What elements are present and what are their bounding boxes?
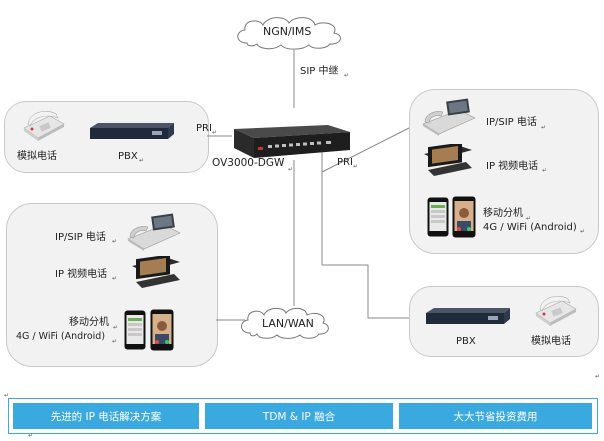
smartphone-icon — [452, 196, 476, 238]
line-lan-pbx-right — [321, 160, 409, 319]
text-mark: ↵ — [353, 163, 359, 170]
tl-analog-phone-label: 模拟电话 — [17, 151, 57, 162]
text-mark: ↵ — [595, 373, 601, 380]
text-mark: ↵ — [28, 432, 34, 439]
pbx-device-icon — [90, 123, 174, 139]
tr-ipsip-label: IP/SIP 电话 — [486, 117, 537, 128]
bl-ipvideo-label: IP 视频电话 — [55, 269, 108, 280]
br-pbx-label: PBX — [456, 336, 476, 347]
cloud-top-label: NGN/IMS — [263, 25, 312, 38]
sip-trunk-label: SIP 中继 — [300, 66, 339, 77]
cloud-icon — [237, 17, 341, 50]
cloud-mid-label: LAN/WAN — [262, 317, 314, 330]
pri-left-label: PRI — [196, 123, 212, 134]
desk-phone-icon — [422, 98, 476, 136]
smartphone-icon — [150, 309, 174, 351]
text-mark: ↵ — [113, 324, 119, 331]
bl-mobile-label-1: 移动分机 — [69, 317, 109, 328]
feature-box-1: 先进的 IP 电话解决方案 — [13, 403, 199, 429]
text-mark: ↵ — [541, 124, 547, 131]
video-phone-icon — [132, 256, 180, 288]
text-mark: ↵ — [542, 167, 548, 174]
desk-phone-icon — [127, 213, 181, 251]
text-mark: ↵ — [288, 166, 294, 173]
text-mark: ↵ — [139, 157, 145, 164]
text-mark: ↵ — [580, 228, 586, 235]
text-mark: ↵ — [344, 72, 350, 79]
bl-mobile-label-2: 4G / WiFi (Android) — [16, 331, 106, 342]
text-mark: ↵ — [112, 238, 118, 245]
tr-mobile-label-1: 移动分机 — [483, 208, 523, 219]
text-mark: ↵ — [112, 338, 118, 345]
gateway-label: OV3000-DGW — [212, 157, 285, 169]
video-phone-icon — [424, 144, 472, 176]
panel-bottom-left — [6, 203, 218, 367]
br-analog-phone-label: 模拟电话 — [531, 336, 571, 347]
feature-box-2: TDM & IP 融合 — [205, 403, 393, 429]
pbx-device-icon — [426, 308, 510, 324]
feature-box-3: 大大节省投资费用 — [399, 403, 592, 429]
feature-bar: 先进的 IP 电话解决方案 TDM & IP 融合 大大节省投资费用 — [8, 398, 598, 434]
desk-phone-icon — [23, 111, 65, 141]
desk-phone-icon — [535, 296, 577, 326]
cloud-icon — [241, 307, 329, 339]
text-mark: ↵ — [526, 215, 532, 222]
text-mark: ↵ — [4, 392, 10, 399]
smartphone-icon — [427, 197, 449, 237]
text-mark: ↵ — [212, 129, 218, 136]
tr-mobile-label-2: 4G / WiFi (Android) — [483, 222, 577, 233]
tl-pbx-label: PBX — [118, 151, 138, 162]
text-mark: ↵ — [112, 275, 118, 282]
bl-ipsip-label: IP/SIP 电话 — [55, 232, 106, 243]
tr-ipvideo-label: IP 视频电话 — [486, 161, 539, 172]
smartphone-icon — [124, 310, 146, 350]
pri-right-label: PRI — [337, 157, 353, 168]
gateway-device-icon — [234, 125, 350, 158]
